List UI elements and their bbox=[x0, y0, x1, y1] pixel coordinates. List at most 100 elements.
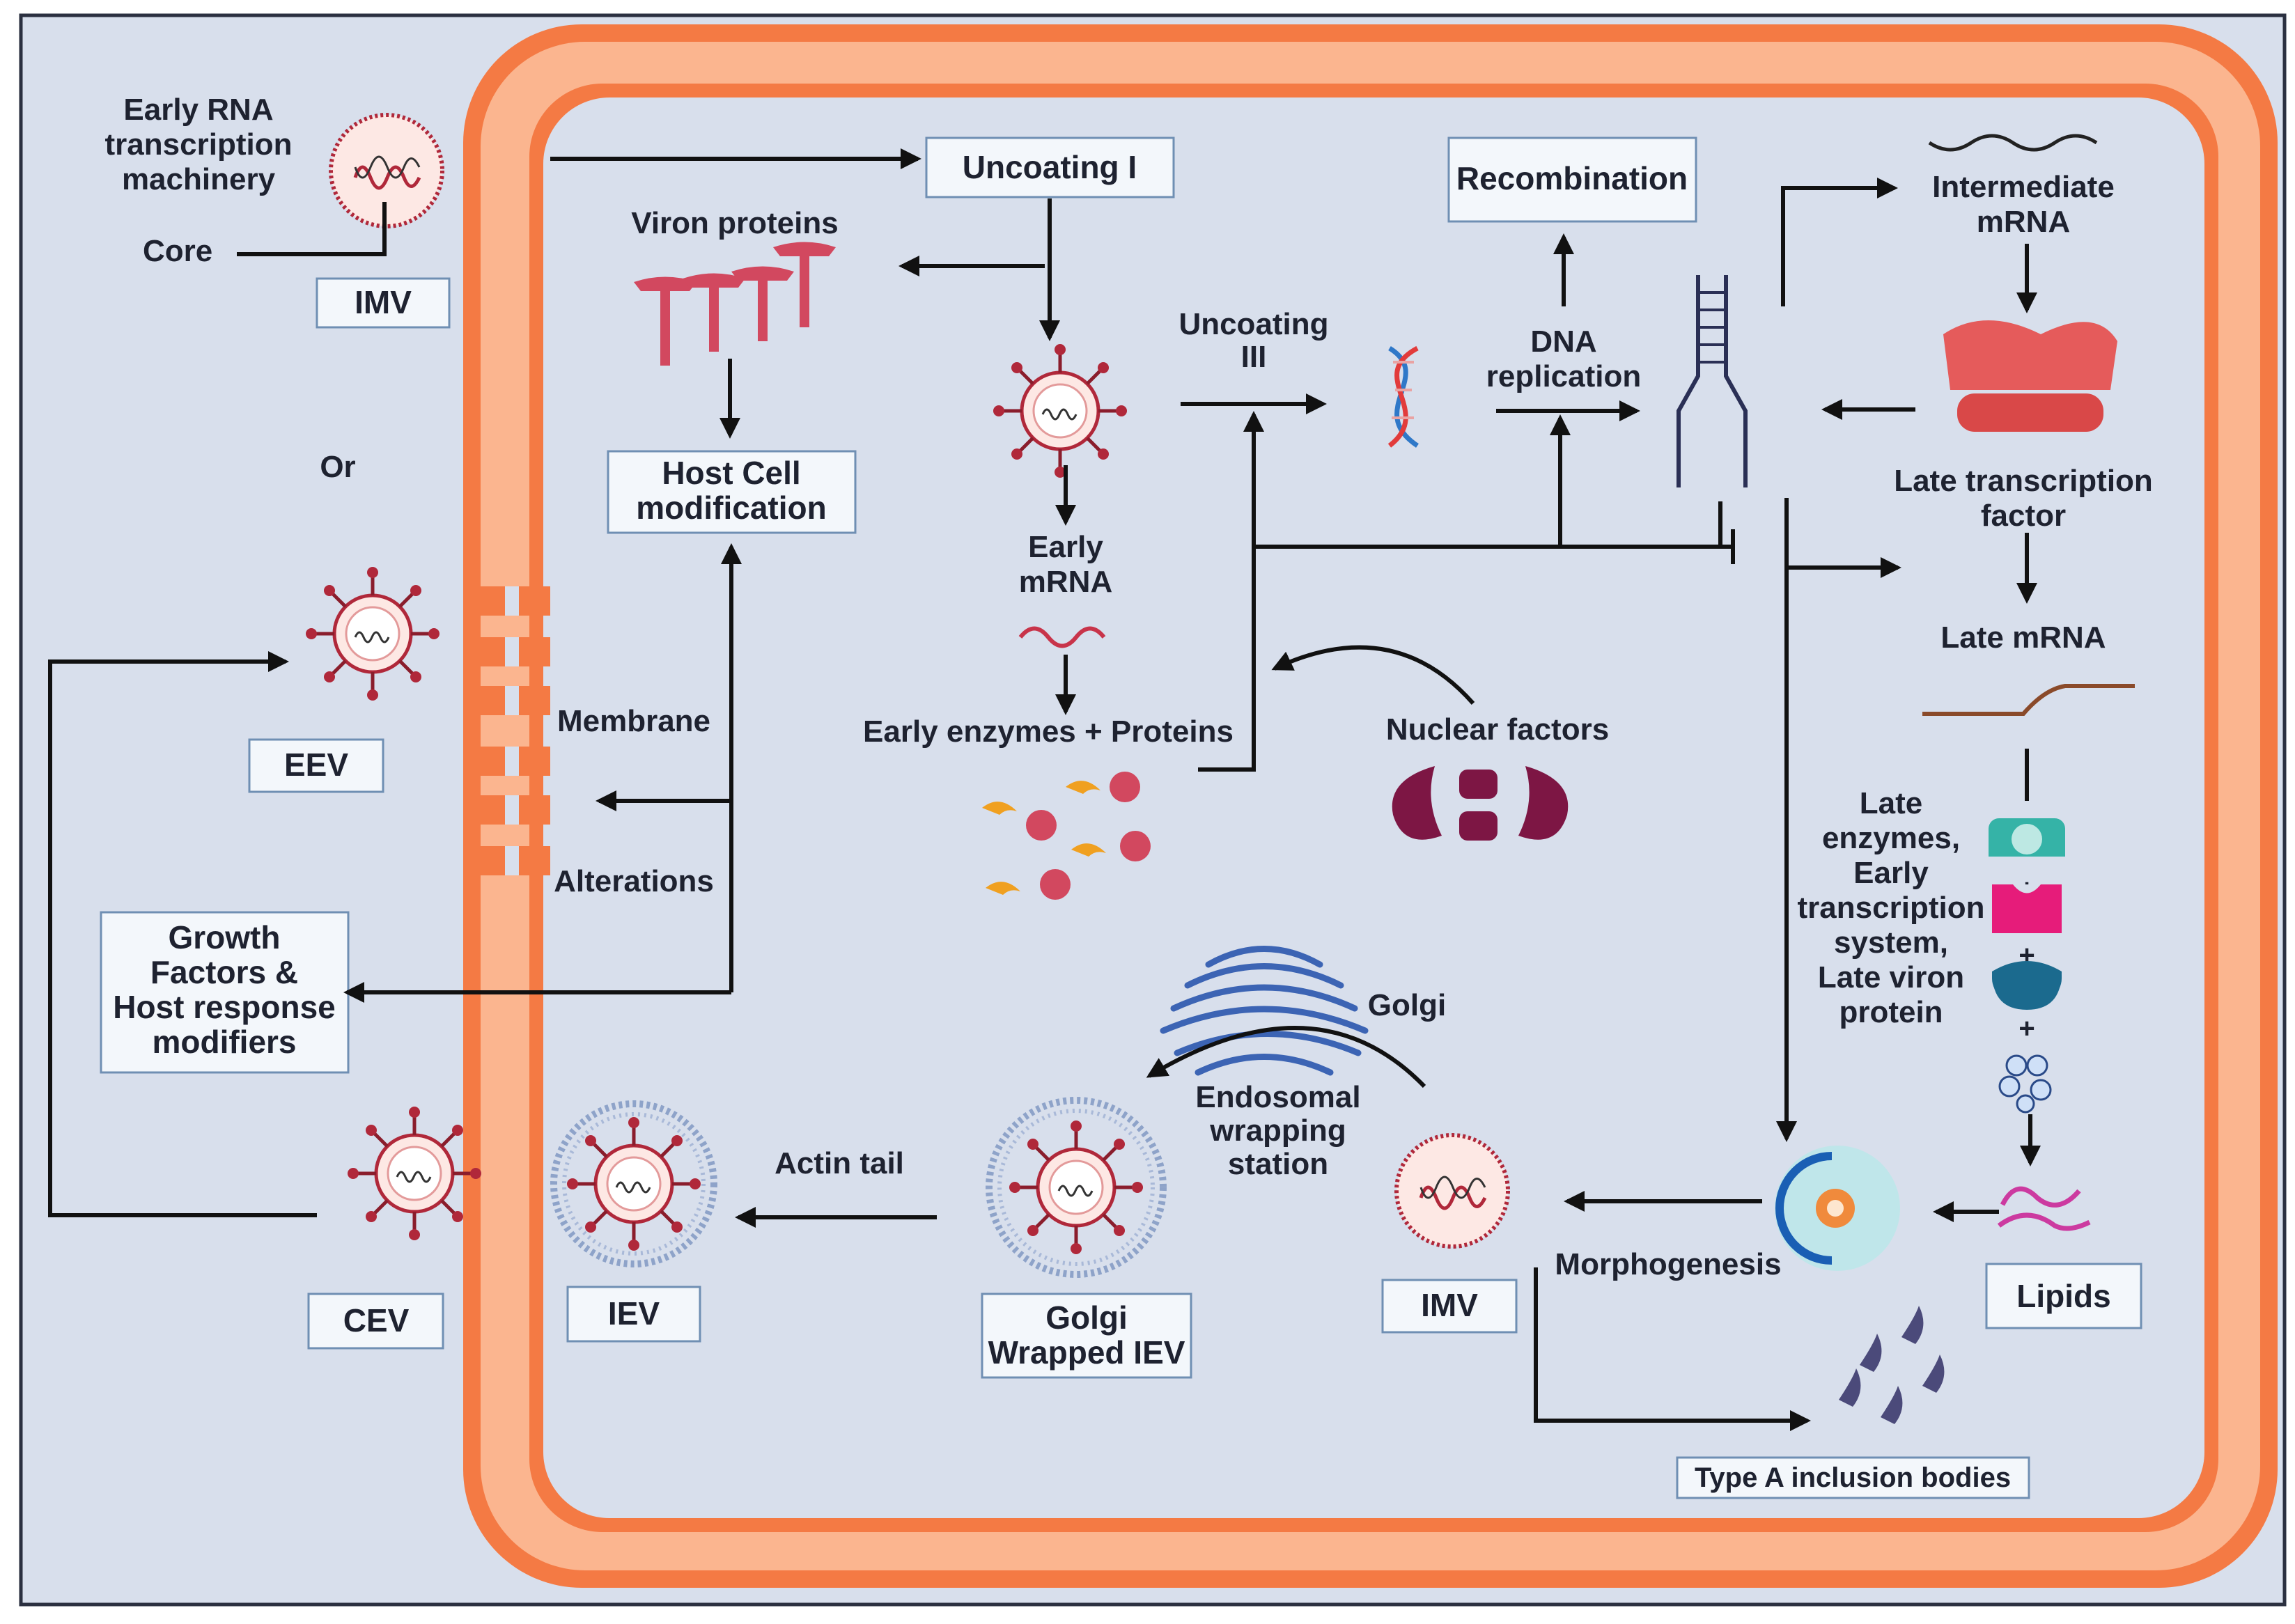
svg-text:Lipids: Lipids bbox=[2016, 1278, 2110, 1314]
uncoating-1-box: Uncoating I bbox=[925, 136, 1175, 198]
membrane-label: Membrane bbox=[557, 704, 710, 738]
svg-text:factor: factor bbox=[1981, 499, 2066, 533]
late-mrna-strand bbox=[1922, 684, 2135, 716]
golgi-wrapped-virion-icon bbox=[1009, 1121, 1143, 1254]
late-enzymes-label: Late enzymes, Early transcription system… bbox=[1798, 786, 1985, 1029]
lipids-box: Lipids bbox=[1985, 1263, 2142, 1329]
imv-top-box: IMV bbox=[316, 277, 451, 329]
svg-text:EEV: EEV bbox=[284, 747, 348, 783]
inclusion-bodies-icon bbox=[1839, 1306, 1945, 1424]
svg-text:Recombination: Recombination bbox=[1456, 160, 1688, 196]
type-a-inclusion-box: Type A inclusion bodies bbox=[1676, 1456, 2030, 1499]
svg-text:Factors &: Factors & bbox=[150, 954, 298, 990]
svg-text:Golgi: Golgi bbox=[1045, 1299, 1128, 1336]
cev-to-eev-arrow bbox=[48, 651, 317, 1217]
iev-box: IEV bbox=[566, 1286, 701, 1343]
svg-text:DNA: DNA bbox=[1530, 325, 1596, 359]
late-mrna-label: Late mRNA bbox=[1940, 620, 2106, 655]
svg-text:transcription: transcription bbox=[1798, 891, 1985, 925]
svg-text:III: III bbox=[1241, 340, 1267, 374]
cev-box: CEV bbox=[307, 1293, 444, 1350]
early-rna-label: Early RNA transcription machinery bbox=[105, 93, 293, 196]
svg-text:machinery: machinery bbox=[122, 162, 276, 196]
uncoating-3-label: Uncoating III bbox=[1178, 307, 1328, 374]
imv-bottom-box: IMV bbox=[1381, 1279, 1518, 1334]
golgi-wrap-arrow bbox=[1146, 1026, 1426, 1088]
svg-text:station: station bbox=[1228, 1147, 1328, 1181]
early-enzymes-label: Early enzymes + Proteins bbox=[863, 715, 1234, 749]
svg-text:modifiers: modifiers bbox=[152, 1024, 296, 1060]
cell-membrane bbox=[463, 24, 2278, 1588]
actin-tail-label: Actin tail bbox=[775, 1146, 904, 1180]
svg-text:Uncoating: Uncoating bbox=[1178, 307, 1328, 341]
svg-text:Early: Early bbox=[1853, 856, 1929, 890]
svg-text:Intermediate: Intermediate bbox=[1932, 170, 2115, 204]
iev-virion-icon bbox=[567, 1117, 701, 1251]
dna-replication-label: DNA replication bbox=[1486, 325, 1642, 393]
to-intermediate-mrna-arrow bbox=[1781, 178, 1898, 306]
nuclear-factors-arrow bbox=[1271, 645, 1475, 705]
svg-text:+: + bbox=[2018, 1013, 2035, 1044]
host-cell-modification-box: Host Cell modification bbox=[607, 450, 857, 534]
nuclear-factors-icon bbox=[1392, 766, 1569, 841]
svg-text:Type A inclusion bodies: Type A inclusion bodies bbox=[1695, 1462, 2011, 1493]
svg-text:protein: protein bbox=[1839, 995, 1943, 1029]
svg-text:Host Cell: Host Cell bbox=[662, 455, 800, 491]
alterations-label: Alterations bbox=[554, 864, 714, 898]
svg-text:transcription: transcription bbox=[105, 127, 293, 162]
svg-text:Growth: Growth bbox=[169, 919, 281, 955]
svg-text:Late transcription: Late transcription bbox=[1894, 464, 2153, 498]
morphogenesis-label: Morphogenesis bbox=[1555, 1247, 1781, 1281]
ribosome-icon bbox=[1943, 320, 2117, 432]
svg-text:modification: modification bbox=[636, 490, 826, 526]
dna-helix-icon bbox=[1387, 345, 1419, 448]
svg-text:CEV: CEV bbox=[343, 1302, 410, 1338]
endosomal-label: Endosomal wrapping station bbox=[1195, 1080, 1360, 1181]
svg-text:Wrapped IEV: Wrapped IEV bbox=[988, 1334, 1185, 1371]
intermediate-mrna-label: Intermediate mRNA bbox=[1932, 170, 2115, 239]
core-connector bbox=[237, 202, 387, 256]
golgi-icon bbox=[1160, 946, 1369, 1076]
svg-text:system,: system, bbox=[1834, 926, 1948, 960]
growth-factors-box: Growth Factors & Host response modifiers bbox=[100, 911, 350, 1074]
svg-text:IMV: IMV bbox=[1421, 1287, 1478, 1323]
viron-proteins-label: Viron proteins bbox=[631, 206, 838, 240]
intermediate-mrna-strand bbox=[1928, 134, 2098, 152]
early-mrna-label: Early mRNA bbox=[1019, 530, 1112, 599]
central-virion-icon bbox=[993, 344, 1127, 478]
or-label: Or bbox=[320, 450, 355, 484]
eev-box: EEV bbox=[248, 738, 384, 793]
late-proteins-stack: + + + bbox=[1989, 818, 2065, 1114]
to-inclusion-bodies-arrow bbox=[1534, 1267, 1811, 1431]
enzymes-up-arrow bbox=[1198, 411, 1264, 772]
svg-text:Uncoating I: Uncoating I bbox=[963, 149, 1137, 185]
golgi-label: Golgi bbox=[1368, 988, 1446, 1022]
svg-text:Early: Early bbox=[1028, 530, 1103, 564]
svg-text:Endosomal: Endosomal bbox=[1195, 1080, 1360, 1114]
svg-text:mRNA: mRNA bbox=[1019, 565, 1112, 599]
early-mrna-squiggle bbox=[1018, 626, 1106, 648]
crescent-membrane-icon bbox=[1775, 1146, 1900, 1271]
viron-protein-icons bbox=[634, 242, 836, 366]
golgi-wrapped-iev-box: Golgi Wrapped IEV bbox=[981, 1293, 1192, 1379]
svg-text:Late viron: Late viron bbox=[1818, 960, 1964, 994]
cev-virion-icon bbox=[348, 1107, 481, 1240]
svg-text:replication: replication bbox=[1486, 359, 1642, 393]
eev-virion-icon bbox=[306, 567, 439, 701]
svg-text:wrapping: wrapping bbox=[1209, 1114, 1346, 1148]
svg-text:Late: Late bbox=[1860, 786, 1922, 820]
svg-text:IEV: IEV bbox=[608, 1295, 660, 1332]
late-tf-label: Late transcription factor bbox=[1894, 464, 2153, 533]
early-enzyme-shapes bbox=[982, 772, 1151, 900]
replication-fork-icon bbox=[1676, 275, 1748, 487]
lipid-icon bbox=[1997, 1186, 2091, 1231]
svg-text:Early RNA: Early RNA bbox=[123, 93, 273, 127]
svg-text:Host response: Host response bbox=[113, 989, 336, 1025]
recombination-box: Recombination bbox=[1447, 136, 1697, 223]
core-label: Core bbox=[143, 234, 212, 268]
svg-text:mRNA: mRNA bbox=[1977, 205, 2070, 239]
iev-wrapping-ring bbox=[550, 1100, 717, 1267]
imv-bottom-illustration bbox=[1397, 1135, 1508, 1247]
inhibition-mark bbox=[1718, 501, 1735, 564]
